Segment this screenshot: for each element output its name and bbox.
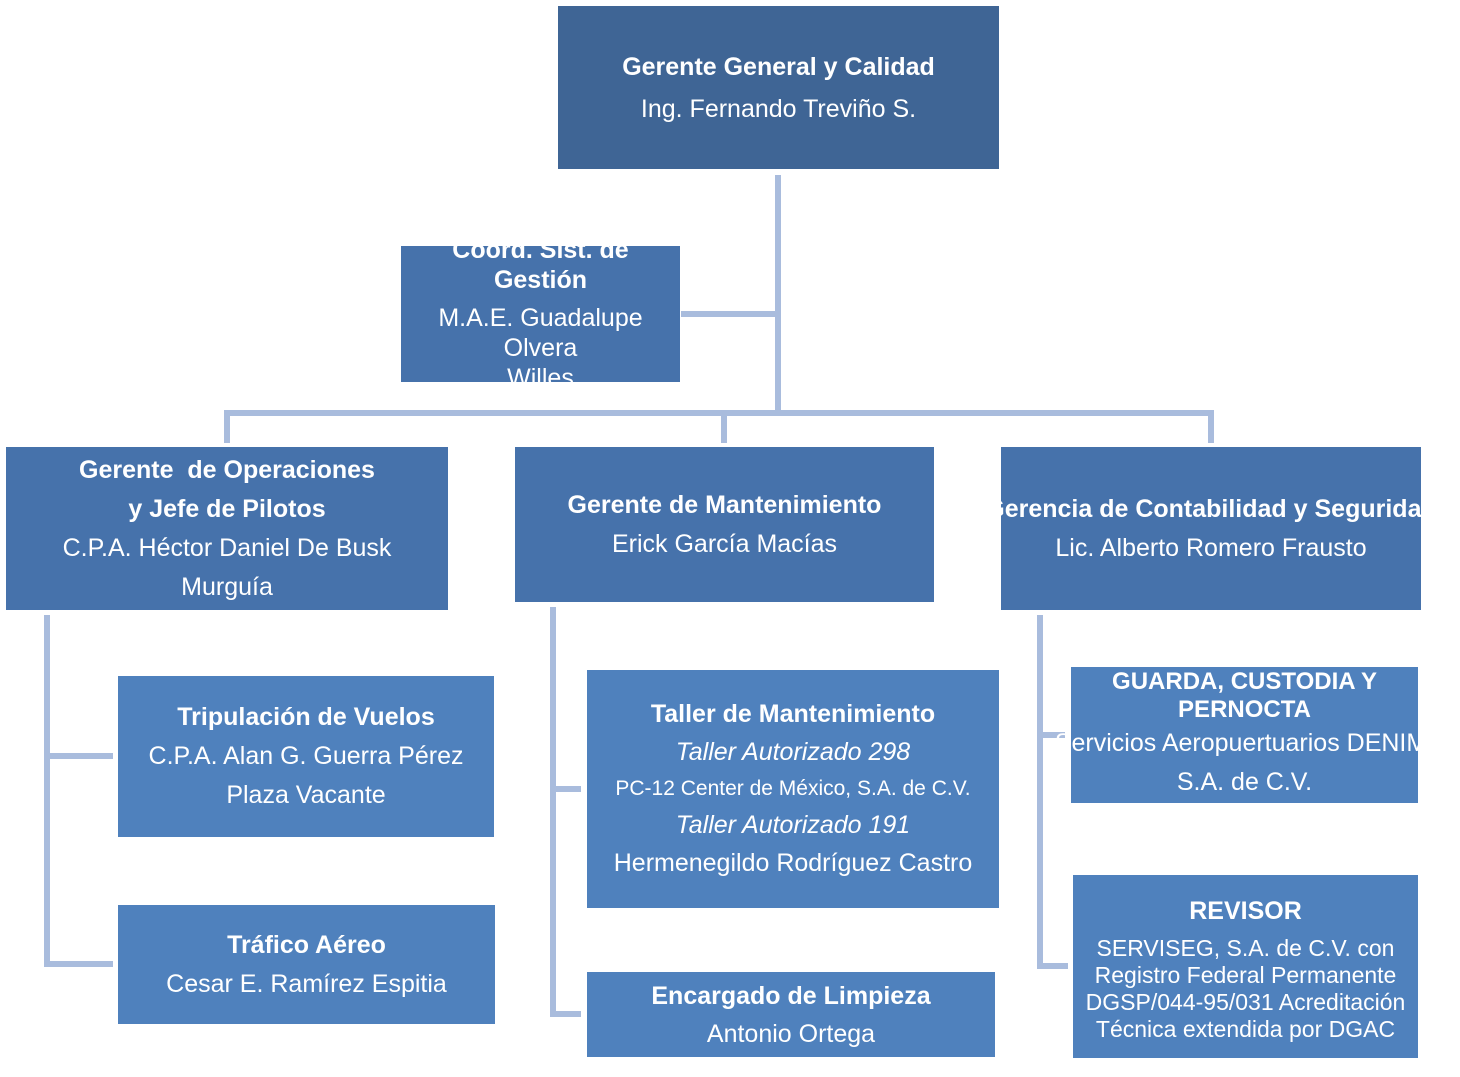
node-encargado-limpieza: Encargado de Limpieza Antonio Ortega	[587, 972, 995, 1057]
node-title: Tripulación de Vuelos	[177, 703, 435, 731]
node-line-4: Técnica extendida por DGAC	[1095, 1015, 1396, 1042]
node-taller-mantenimiento: Taller de Mantenimiento Taller Autorizad…	[587, 670, 999, 908]
node-title-line-2: PERNOCTA	[1178, 696, 1311, 723]
node-title: Coord. Sist. de Gestión	[452, 236, 629, 294]
node-gerencia-contabilidad: Gerencia de Contabilidad y Seguridad Lic…	[985, 447, 1437, 610]
node-person: Antonio Ortega	[706, 1019, 876, 1048]
node-person: Erick García Macías	[611, 529, 838, 558]
node-person-line-1: M.A.E. Guadalupe Olvera	[438, 304, 643, 362]
node-title: Gerencia de Contabilidad y Seguridad	[985, 494, 1437, 523]
node-gerente-general: Gerente General y Calidad Ing. Fernando …	[558, 6, 999, 169]
node-title: Tráfico Aéreo	[227, 930, 386, 959]
node-gerente-operaciones: Gerente de Operaciones y Jefe de Pilotos…	[6, 447, 448, 610]
node-title-line-2: y Jefe de Pilotos	[128, 494, 326, 523]
node-person: C.P.A. Héctor Daniel De Busk Murguía	[62, 533, 392, 601]
node-tripulacion-vuelos: Tripulación de Vuelos C.P.A. Alan G. Gue…	[118, 676, 494, 837]
node-person-line-2: S.A. de C.V.	[1176, 768, 1313, 796]
node-person: Lic. Alberto Romero Frausto	[1055, 533, 1367, 562]
node-gerente-mantenimiento: Gerente de Mantenimiento Erick García Ma…	[515, 447, 934, 602]
node-title: Gerente General y Calidad	[622, 52, 935, 81]
node-line-1: Taller Autorizado 298	[675, 738, 911, 766]
node-title: Taller de Mantenimiento	[650, 700, 936, 728]
node-person-line-2: Willes	[507, 364, 574, 392]
node-person-line-2: Plaza Vacante	[226, 781, 386, 809]
node-title: REVISOR	[1189, 896, 1302, 925]
node-coord-sist-gestion: Coord. Sist. de Gestión M.A.E. Guadalupe…	[401, 236, 680, 392]
node-title: Encargado de Limpieza	[651, 981, 931, 1010]
node-person-line-1: Servicios Aeropuertuarios DENIM,	[1054, 729, 1435, 757]
node-line-3: DGSP/044-95/031 Acreditación	[1085, 988, 1406, 1015]
node-person-line-1: C.P.A. Alan G. Guerra Pérez	[148, 742, 464, 770]
node-line-2: Registro Federal Permanente	[1094, 961, 1397, 988]
node-guarda-custodia-pernocta: GUARDA, CUSTODIA Y PERNOCTA Servicios Ae…	[1055, 667, 1434, 803]
node-line-1: SERVISEG, S.A. de C.V. con	[1096, 934, 1395, 961]
node-trafico-aereo: Tráfico Aéreo Cesar E. Ramírez Espitia	[118, 905, 495, 1024]
node-title-line-1: GUARDA, CUSTODIA Y	[1112, 668, 1377, 695]
node-person: Ing. Fernando Treviño S.	[640, 94, 917, 123]
node-revisor: REVISOR SERVISEG, S.A. de C.V. con Regis…	[1073, 875, 1418, 1058]
node-person: Cesar E. Ramírez Espitia	[166, 969, 447, 998]
node-line-2: PC-12 Center de México, S.A. de C.V.	[615, 777, 971, 800]
node-title-line-1: Gerente de Operaciones	[79, 455, 375, 484]
node-line-4: Hermenegildo Rodríguez Castro	[613, 849, 973, 877]
node-line-3: Taller Autorizado 191	[675, 811, 911, 839]
node-title: Gerente de Mantenimiento	[567, 490, 882, 519]
